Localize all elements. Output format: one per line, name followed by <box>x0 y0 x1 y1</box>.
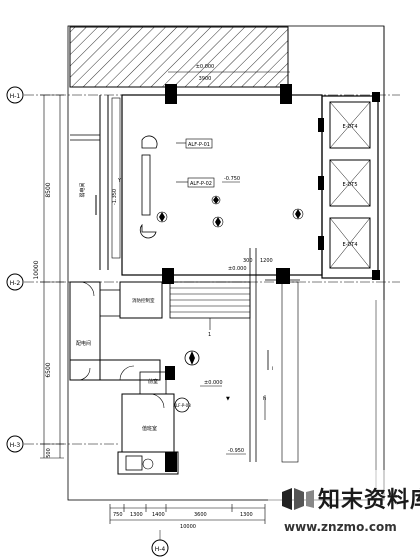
svg-text:H-3: H-3 <box>10 442 21 449</box>
dim-bot-2: 1300 <box>130 512 143 518</box>
column-2 <box>280 84 292 104</box>
corridor-mark-2: i <box>272 366 273 372</box>
room-bottom <box>117 451 179 475</box>
corridor-mark: Y <box>117 178 122 184</box>
hatched-area <box>69 26 289 88</box>
dim-left-bottom: 500 <box>46 448 52 458</box>
column-1 <box>165 84 177 104</box>
light-fixture-3 <box>292 208 304 220</box>
elevator-2: E-DT5 <box>329 159 371 207</box>
door-swing-2 <box>77 367 91 381</box>
stair-mark: 1 <box>208 332 211 338</box>
elevator-2-label: E-DT5 <box>342 182 357 188</box>
watermark-url: www.znzmo.com <box>284 520 397 534</box>
tag-2 <box>187 177 215 188</box>
reception-desk <box>141 154 151 216</box>
tag-1 <box>185 138 213 149</box>
site-border <box>67 25 385 501</box>
dim-bot-total: 10000 <box>180 524 196 530</box>
room-left-a <box>69 281 101 381</box>
dim-left-lower: 6500 <box>45 362 52 377</box>
column-3 <box>162 268 174 284</box>
room-r1 <box>119 281 163 319</box>
tag-3 <box>184 350 200 366</box>
corridor-mark-3: h <box>263 396 266 402</box>
staircase: 1 <box>169 281 251 338</box>
svg-text:H-1: H-1 <box>10 93 21 100</box>
tag-2-label: ALF-P-02 <box>190 181 212 187</box>
dim-left-total: 10000 <box>33 260 40 279</box>
door-swing-1 <box>79 281 95 297</box>
elevator-3: E-DT4 <box>329 217 371 269</box>
axis-bubble-4: H-4 <box>151 530 169 557</box>
light-fixture-1 <box>156 211 168 223</box>
level-top: ±0.000 <box>196 64 215 70</box>
tag-3-b: ALF-P-03 <box>173 397 191 413</box>
elevator-1: E-DT4 <box>329 101 371 149</box>
door-swing-4 <box>149 393 165 409</box>
room-label-r2: 配电间 <box>76 340 91 347</box>
axis-bubble-3: H-3 <box>6 435 24 453</box>
dim-mid-a: 300 <box>243 258 253 264</box>
tag-1-label: ALF-P-01 <box>188 142 210 148</box>
level-room: ±0.000 <box>204 380 223 386</box>
elevator-3-label: E-DT4 <box>342 242 357 248</box>
axis-bubble-1: H-1 <box>6 86 24 104</box>
dim-bot-4: 3600 <box>194 512 207 518</box>
watermark-title: 知末资料库 <box>318 488 420 513</box>
dim-left-upper: 8500 <box>45 182 52 197</box>
column-4 <box>276 268 290 284</box>
svg-text:H-2: H-2 <box>10 280 21 287</box>
level-bottom: -0.950 <box>228 448 244 454</box>
dim-top: 3900 <box>199 76 212 82</box>
level-room-b: ▼ <box>226 396 230 402</box>
room-r3 <box>121 393 175 453</box>
column-6 <box>165 452 177 472</box>
dim-bot-1: 750 <box>113 512 123 518</box>
svg-text:ALF-P-03: ALF-P-03 <box>173 403 191 408</box>
column-5 <box>165 366 175 380</box>
dim-bot-3: 1400 <box>152 512 165 518</box>
round-table-1 <box>141 135 158 149</box>
room-label-r1: 消防控制室 <box>132 297 155 304</box>
level-e1: ±0.000 <box>228 266 247 272</box>
svg-text:H-4: H-4 <box>155 546 166 553</box>
elevator-1-label: E-DT4 <box>342 124 357 130</box>
dim-bot-5: 1300 <box>240 512 253 518</box>
lobby-outline <box>121 94 323 276</box>
right-corridor <box>281 281 299 463</box>
level-corr: -1.350 <box>112 189 118 205</box>
room-label-r4: 弱电间 <box>79 182 86 197</box>
dim-mid-b: 1200 <box>260 258 273 264</box>
axis-bubble-2: H-2 <box>6 273 24 291</box>
corridor-partition <box>111 97 121 259</box>
watermark: 知末资料库 www.znzmo.com <box>268 470 420 550</box>
light-fixture-4 <box>211 195 221 205</box>
room-label-r5: 前室 <box>148 378 158 385</box>
watermark-logo-icon <box>282 488 314 510</box>
room-label-r3: 值班室 <box>142 425 157 432</box>
round-table-2 <box>139 223 157 239</box>
door-swing-3 <box>119 365 135 381</box>
level-lobby: -0.750 <box>224 176 240 182</box>
light-fixture-2 <box>212 216 224 228</box>
